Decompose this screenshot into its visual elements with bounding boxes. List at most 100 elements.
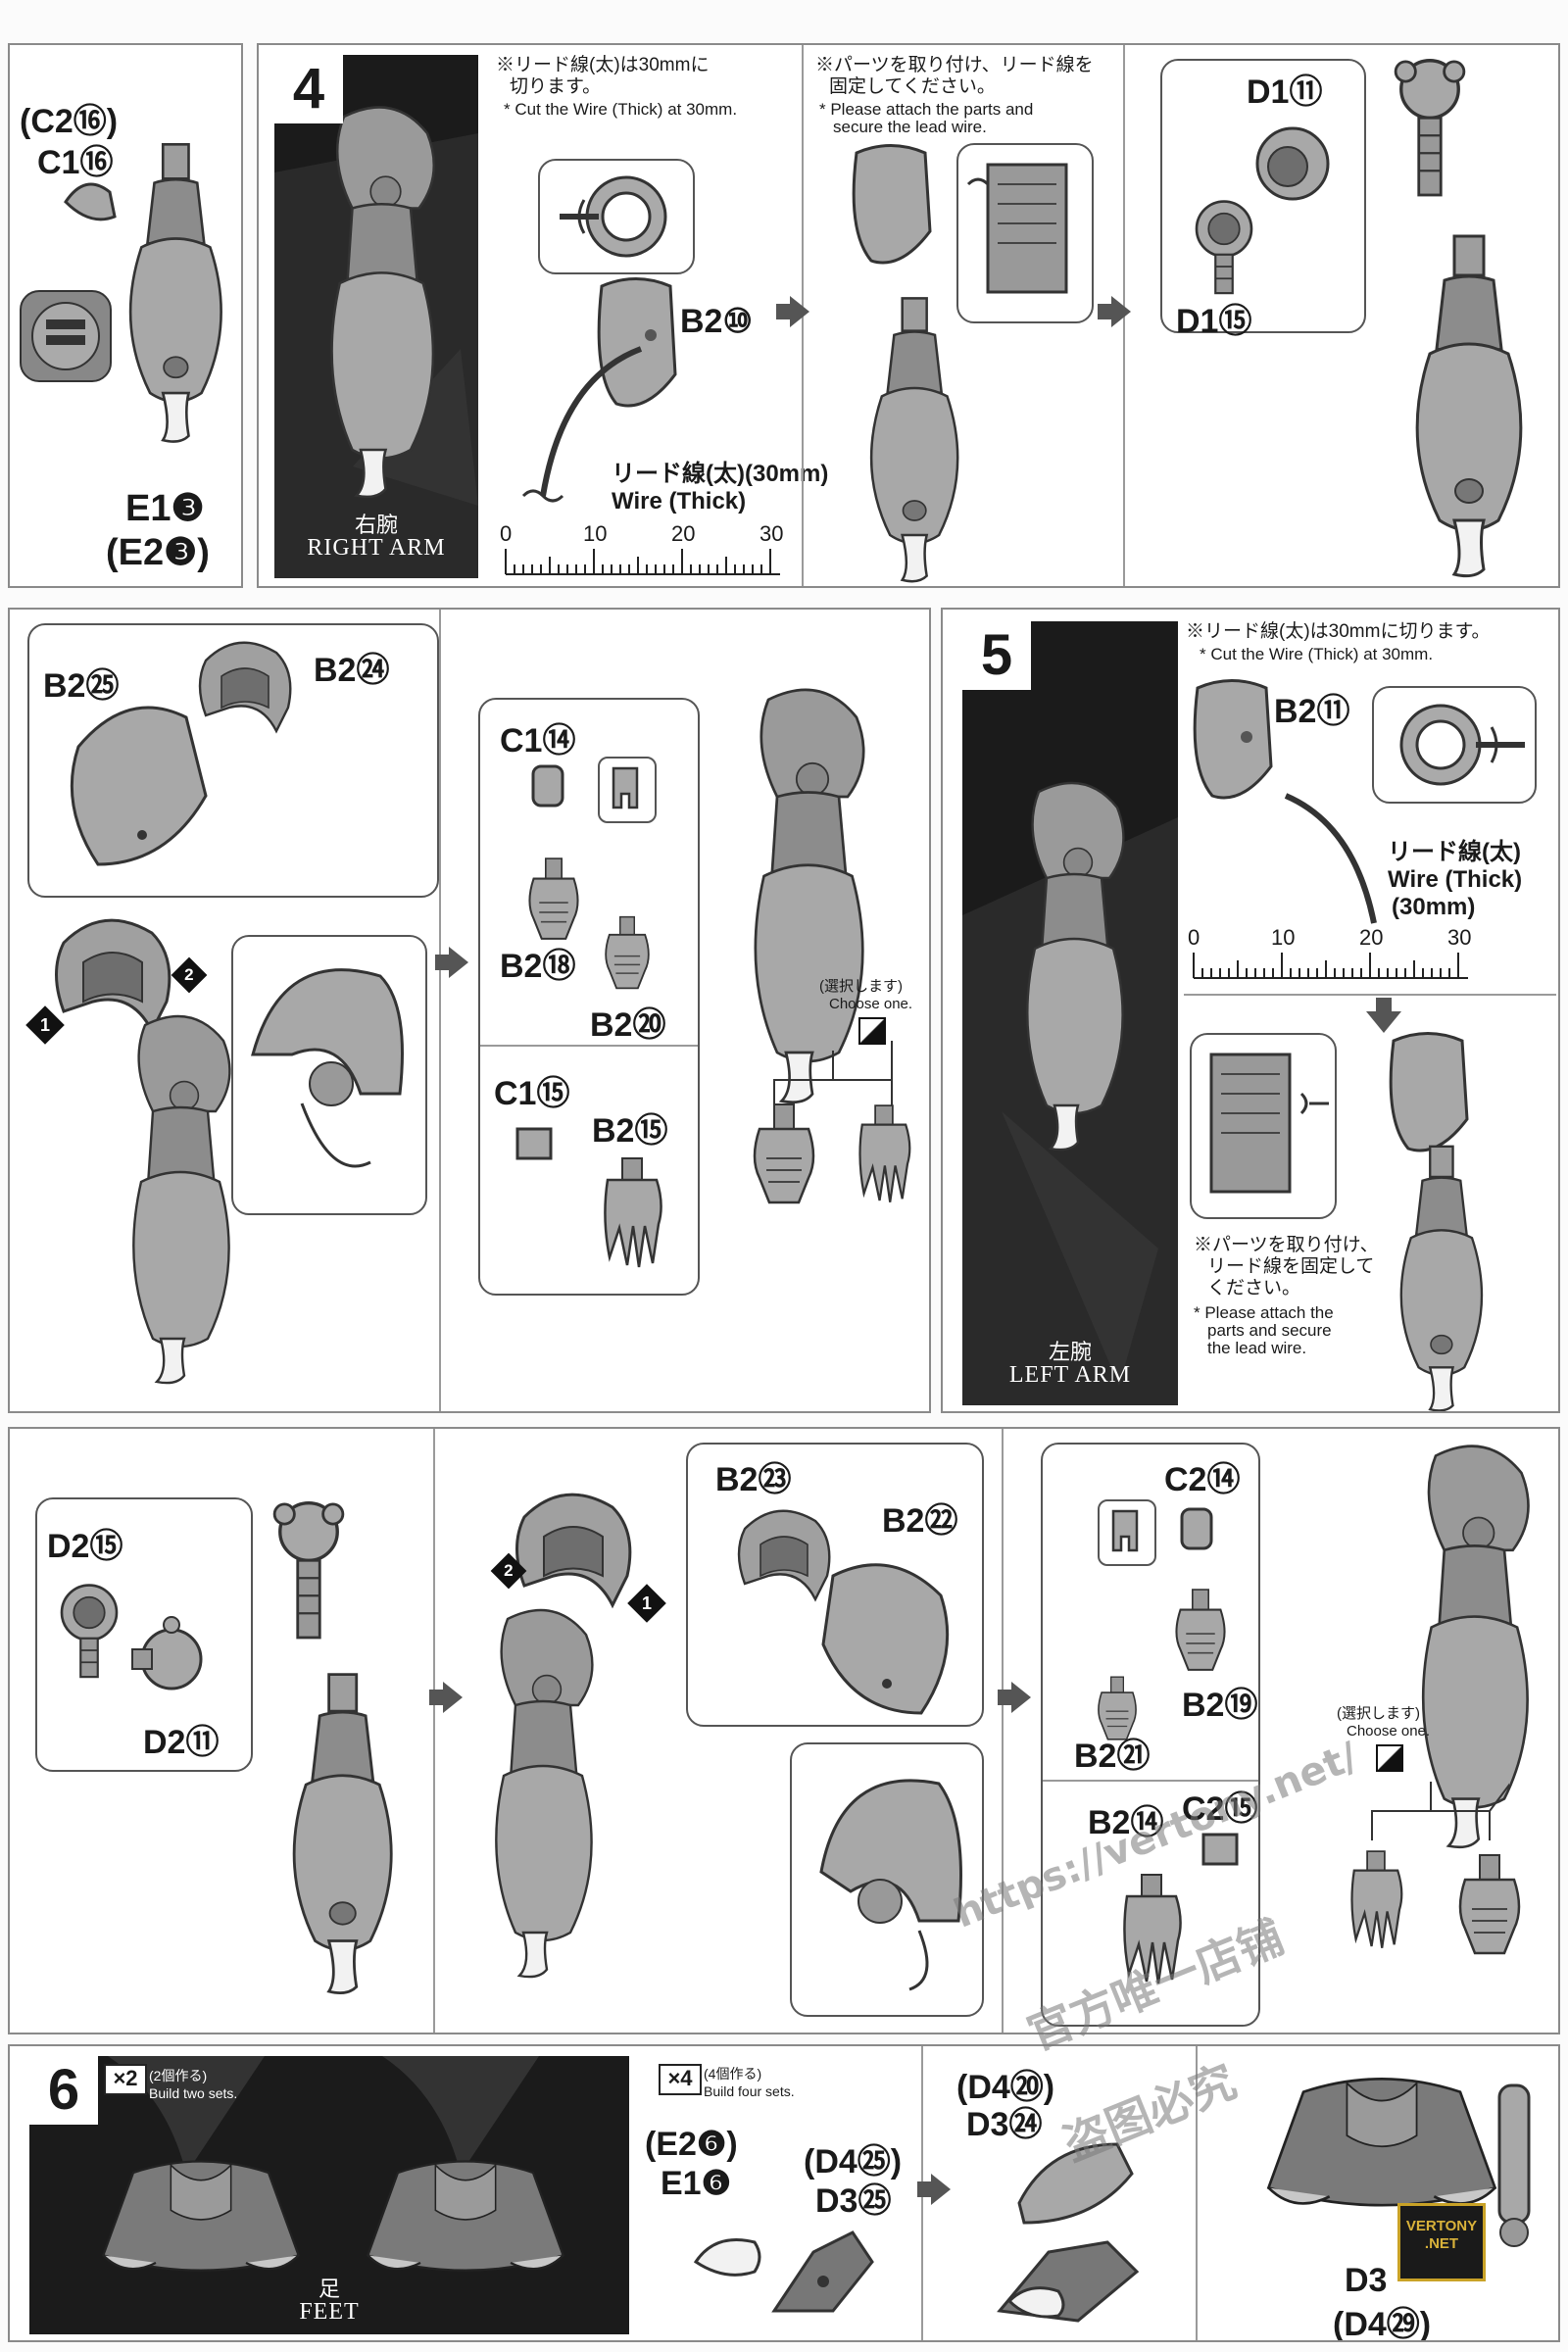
shoulder-armor-inner bbox=[167, 629, 323, 747]
quantity-badge-x2: ×2 bbox=[104, 2064, 147, 2095]
leg-joint bbox=[1480, 2076, 1548, 2252]
right-arm-illustration bbox=[294, 94, 461, 506]
divider bbox=[439, 610, 441, 1413]
choose-one-jp: (選択します) bbox=[819, 978, 903, 995]
joint-assembly bbox=[1386, 55, 1474, 212]
step-arrow-down bbox=[1366, 1011, 1401, 1033]
wire-label-en: Wire (Thick) bbox=[612, 488, 746, 515]
hand-b2-18 bbox=[519, 855, 588, 943]
foot-illustration-left bbox=[88, 2144, 314, 2291]
step-5-box: 5 左腕 LEFT ARM bbox=[962, 621, 1178, 1405]
step-6-box: 6 ×2 (2個作る) Build two sets. 足 FEET bbox=[29, 2056, 629, 2334]
shoulder-armor-outer bbox=[813, 1556, 960, 1723]
quantity-jp: (2個作る) bbox=[149, 2068, 207, 2083]
arm-lower-assembly bbox=[1364, 1139, 1511, 1413]
step-marker-2-text: 2 bbox=[184, 962, 193, 988]
open-hand-option bbox=[845, 1100, 923, 1207]
choose-one-jp: (選択します) bbox=[1337, 1705, 1420, 1722]
quantity-badge-x4: ×4 bbox=[659, 2064, 702, 2095]
ruler-tick-0: 0 bbox=[1188, 925, 1200, 951]
step-marker-1-text: 1 bbox=[642, 1590, 652, 1617]
part-label-d2-15: D2⑮ bbox=[47, 1519, 122, 1567]
part-label-e2-6: (E2❻) bbox=[645, 2125, 738, 2164]
divider bbox=[1184, 994, 1556, 996]
quantity-en: Build two sets. bbox=[149, 2085, 237, 2101]
panel-top-left: (C2⑯) C1⑯ E1❸ (E2❸) bbox=[8, 43, 243, 588]
note-cut-en: * Cut the Wire (Thick) at 30mm. bbox=[1200, 645, 1433, 663]
note-attach-en-1: * Please attach the parts and bbox=[819, 100, 1033, 119]
step-number: 5 bbox=[962, 621, 1031, 690]
ruler-30mm: 0 10 20 30 bbox=[1188, 925, 1482, 984]
note-attach-jp-3: ください。 bbox=[1207, 1278, 1300, 1299]
panel-step-6: 6 ×2 (2個作る) Build two sets. 足 FEET ×4 (4… bbox=[8, 2044, 1560, 2342]
part-label-e1-6: E1❻ bbox=[661, 2164, 731, 2203]
part-label-b2-11: B2⑪ bbox=[1274, 684, 1349, 732]
step-arrow bbox=[443, 1682, 463, 1713]
wire-label-jp: リード線(太) bbox=[1388, 839, 1521, 866]
upper-arm-part-2 bbox=[847, 143, 935, 270]
logo-line-1: VERTONY bbox=[1400, 2218, 1483, 2235]
ruler-tick-10: 10 bbox=[583, 521, 607, 547]
divider bbox=[1002, 1429, 1004, 2034]
divider bbox=[433, 1429, 435, 2034]
foot-frame-part bbox=[764, 2213, 882, 2330]
callout-shoulder-detail bbox=[231, 935, 427, 1215]
note-attach-en-2: secure the lead wire. bbox=[833, 118, 987, 136]
step-marker-1-text: 1 bbox=[40, 1011, 50, 1039]
wire-label-jp: リード線(太)(30mm) bbox=[612, 461, 828, 488]
note-cut-jp-2: 切ります。 bbox=[510, 76, 601, 98]
panel-row-2: B2㉕ B2㉔ 1 2 C1⑭ B2⑱ B2⑳ C1⑮ B2⑮ (選択します) … bbox=[8, 608, 931, 1413]
note-cut-en: * Cut the Wire (Thick) at 30mm. bbox=[504, 100, 737, 119]
quantity-en: Build four sets. bbox=[704, 2083, 795, 2099]
part-c1-15 bbox=[510, 1119, 559, 1168]
part-label-b2-21: B2㉑ bbox=[1074, 1729, 1150, 1777]
part-label-e1-3: E1❸ bbox=[125, 486, 205, 530]
joint-d2-11 bbox=[127, 1615, 216, 1703]
fist-option bbox=[745, 1100, 823, 1207]
logo-line-2: .NET bbox=[1400, 2235, 1483, 2253]
step-arrow bbox=[1011, 1682, 1031, 1713]
part-label-d1-11: D1⑪ bbox=[1247, 65, 1322, 113]
part-label-b2-18: B2⑱ bbox=[500, 939, 575, 987]
note-attach-en-1: * Please attach the bbox=[1194, 1303, 1334, 1322]
panel-step-5: 5 左腕 LEFT ARM ※リード線(太)は30mmに切ります。 * Cut … bbox=[941, 608, 1560, 1413]
step-caption-en: LEFT ARM bbox=[962, 1362, 1178, 1389]
part-label-c1-14: C1⑭ bbox=[500, 713, 575, 761]
open-hand-b2-15 bbox=[588, 1149, 676, 1276]
wrist-detail bbox=[598, 757, 657, 823]
part-label-b2-24: B2㉔ bbox=[314, 643, 389, 691]
step-arrow bbox=[449, 947, 468, 978]
hand-b2-19 bbox=[1166, 1586, 1235, 1674]
wrist-detail bbox=[1098, 1499, 1156, 1566]
joint-d1-15 bbox=[1190, 182, 1258, 310]
step-arrow bbox=[931, 2174, 951, 2205]
part-label-d1-15: D1⑮ bbox=[1176, 294, 1251, 342]
step-number: 6 bbox=[29, 2056, 98, 2125]
joint-assembly bbox=[265, 1497, 353, 1654]
choose-icon bbox=[1376, 1744, 1403, 1772]
ruler-tick-30: 30 bbox=[760, 521, 783, 547]
step-caption-en: FEET bbox=[29, 2299, 629, 2326]
part-label-d2-11: D2⑪ bbox=[143, 1715, 219, 1763]
callout-shoulder-detail bbox=[790, 1742, 984, 2017]
ruler-tick-20: 20 bbox=[671, 521, 695, 547]
joint-d2-15 bbox=[55, 1566, 123, 1693]
step-arrow bbox=[790, 296, 809, 327]
detail-callout-wire bbox=[1372, 686, 1537, 804]
note-attach-en-2: parts and secure bbox=[1207, 1321, 1332, 1340]
wrist-c1-14 bbox=[523, 757, 572, 815]
step-caption-en: RIGHT ARM bbox=[274, 535, 478, 562]
part-label-e2-3: (E2❸) bbox=[106, 530, 210, 574]
wrist-c2-14 bbox=[1172, 1499, 1221, 1558]
panel-step-4: 4 右腕 RIGHT ARM ※リード線(太)は30mmに 切ります。 * Cu… bbox=[257, 43, 1560, 588]
part-label-c1-15: C1⑮ bbox=[494, 1066, 569, 1114]
ruler-tick-30: 30 bbox=[1447, 925, 1471, 951]
note-attach-jp-2: リード線を固定して bbox=[1207, 1256, 1374, 1278]
left-arm-illustration bbox=[992, 749, 1149, 1180]
note-attach-jp-2: 固定してください。 bbox=[829, 76, 996, 98]
part-label-d3: D3 bbox=[1345, 2262, 1387, 2300]
step-arrow bbox=[1111, 296, 1131, 327]
upper-arm-part bbox=[1188, 678, 1276, 806]
part-label-b2-20: B2⑳ bbox=[590, 998, 665, 1046]
arm-lower-assembly bbox=[265, 1644, 412, 2017]
